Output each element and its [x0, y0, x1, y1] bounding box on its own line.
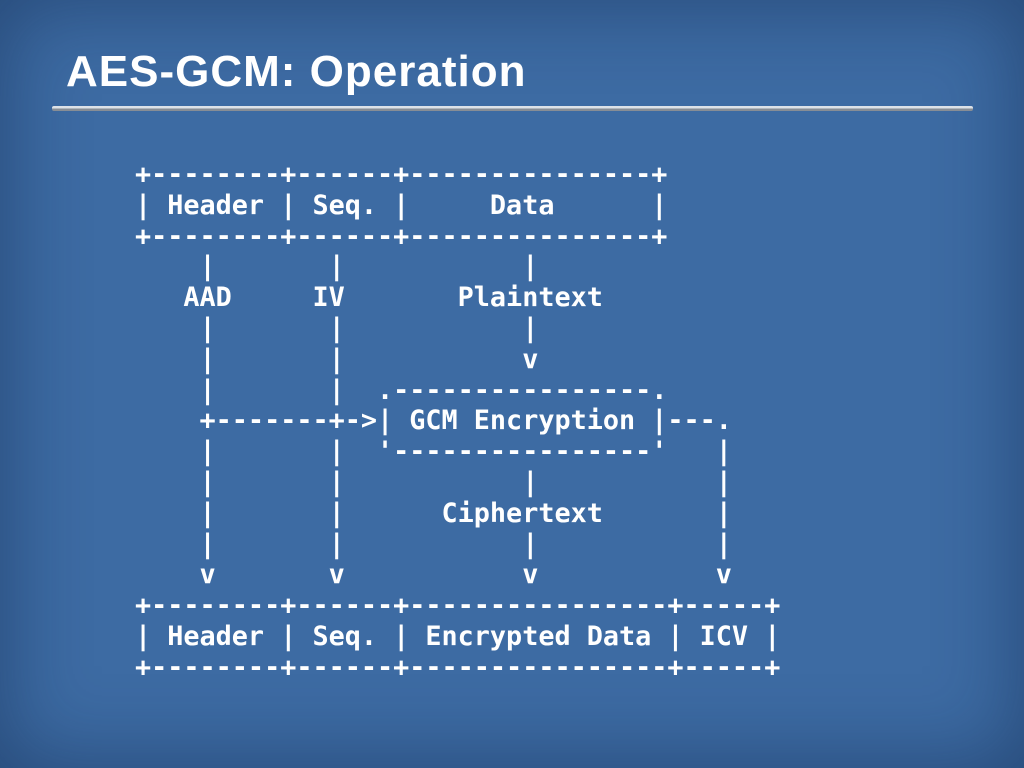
aes-gcm-ascii-diagram: +--------+------+---------------+ | Head… — [135, 159, 781, 683]
title-underline — [52, 106, 973, 111]
slide-title: AES-GCM: Operation — [66, 47, 527, 96]
